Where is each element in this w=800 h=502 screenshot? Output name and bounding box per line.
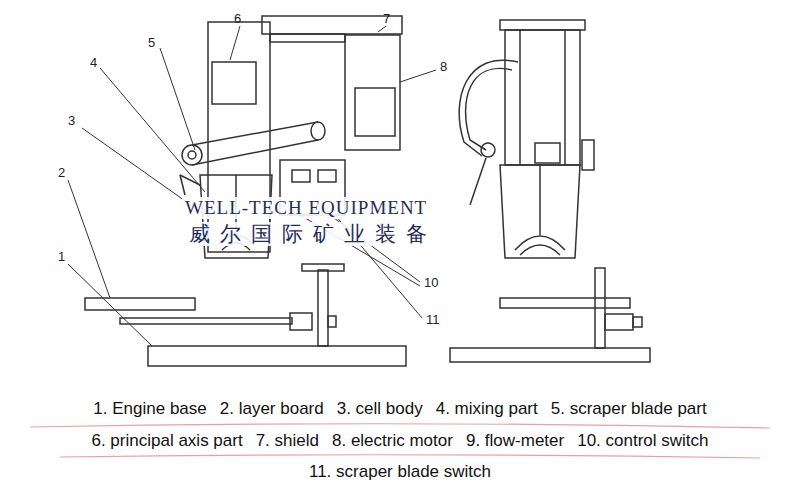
side-view bbox=[605, 314, 633, 330]
side-view bbox=[466, 68, 512, 150]
side-view bbox=[520, 245, 560, 255]
side-view bbox=[633, 317, 642, 327]
leader-lines bbox=[230, 26, 240, 60]
side-view bbox=[450, 20, 650, 362]
front-view bbox=[85, 298, 195, 310]
callout-number: 7 bbox=[383, 12, 390, 25]
leader-lines bbox=[378, 26, 386, 32]
front-view bbox=[262, 16, 402, 34]
watermark: 威尔国际矿业装备 bbox=[186, 222, 440, 246]
side-view bbox=[519, 30, 521, 165]
front-view bbox=[180, 175, 200, 185]
part-name: 2. layer board bbox=[220, 399, 324, 419]
front-view bbox=[302, 264, 344, 271]
part-name: 9. flow-meter bbox=[466, 431, 564, 451]
side-view bbox=[515, 236, 565, 250]
leader-lines bbox=[400, 70, 436, 82]
part-name: 6. principal axis part bbox=[91, 431, 242, 451]
front-view bbox=[182, 145, 202, 165]
callout-number: 2 bbox=[58, 166, 65, 179]
leader-lines bbox=[160, 48, 195, 150]
leader-lines bbox=[68, 180, 110, 298]
callout-number: 1 bbox=[58, 250, 65, 263]
front-view bbox=[345, 35, 400, 150]
part-name: 1. Engine base bbox=[93, 399, 206, 419]
front-view bbox=[180, 175, 185, 195]
part-name: 10. control switch bbox=[577, 431, 708, 451]
front-view bbox=[270, 34, 345, 42]
legend-row: 11. scraper blade switch bbox=[0, 462, 800, 482]
callout-number: 3 bbox=[68, 114, 75, 127]
front-view bbox=[292, 170, 310, 182]
leader-lines bbox=[68, 26, 436, 346]
front-view bbox=[318, 270, 328, 346]
side-view bbox=[500, 165, 580, 258]
front-view bbox=[148, 346, 406, 366]
side-view bbox=[564, 30, 566, 165]
part-name: 5. scraper blade part bbox=[551, 399, 707, 419]
side-view bbox=[500, 20, 585, 30]
side-view bbox=[500, 298, 630, 308]
watermark: WELL-TECH EQUIPMENT bbox=[182, 197, 430, 219]
side-view bbox=[459, 60, 518, 156]
leader-lines bbox=[100, 68, 205, 192]
side-view bbox=[582, 140, 594, 170]
callout-number: 11 bbox=[426, 313, 440, 326]
part-name: 4. mixing part bbox=[436, 399, 538, 419]
side-view bbox=[539, 165, 541, 235]
part-name: 8. electric motor bbox=[332, 431, 453, 451]
part-name: 7. shield bbox=[256, 431, 319, 451]
part-name: 3. cell body bbox=[337, 399, 423, 419]
front-view bbox=[355, 88, 395, 136]
front-view bbox=[120, 318, 292, 324]
front-view bbox=[192, 140, 318, 165]
front-view bbox=[318, 170, 336, 182]
decor-swoosh bbox=[30, 424, 770, 428]
side-view bbox=[505, 30, 580, 165]
callout-number: 5 bbox=[148, 36, 155, 49]
leader-lines bbox=[68, 264, 152, 346]
front-view bbox=[85, 16, 406, 366]
side-view bbox=[450, 348, 650, 362]
front-view bbox=[212, 62, 256, 104]
decor-swoosh bbox=[30, 424, 770, 458]
legend-row: 6. principal axis part 7. shield 8. electr… bbox=[0, 431, 800, 451]
front-view bbox=[311, 122, 325, 140]
side-view bbox=[535, 143, 560, 163]
front-view bbox=[290, 313, 312, 330]
front-view bbox=[188, 151, 196, 159]
side-view bbox=[481, 143, 495, 157]
decor-swoosh bbox=[60, 455, 760, 458]
front-view bbox=[328, 316, 336, 327]
callout-number: 8 bbox=[440, 60, 447, 73]
legend-row: 1. Engine base 2. layer board 3. cell body… bbox=[0, 399, 800, 419]
front-view bbox=[192, 122, 318, 145]
callout-number: 4 bbox=[90, 56, 97, 69]
part-name: 11. scraper blade switch bbox=[309, 462, 491, 482]
side-view bbox=[470, 158, 486, 205]
callout-number: 10 bbox=[424, 276, 438, 289]
callout-number: 6 bbox=[234, 12, 241, 25]
